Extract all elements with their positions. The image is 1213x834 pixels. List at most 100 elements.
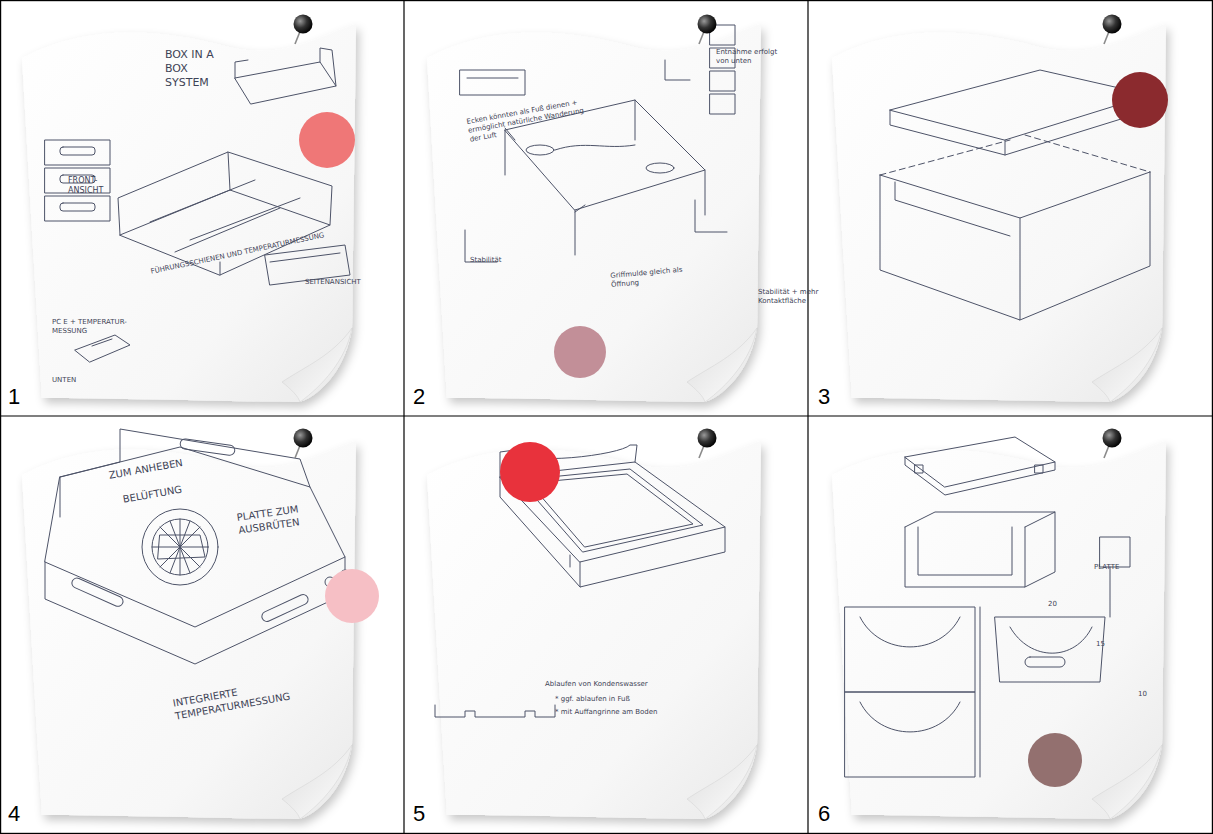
sketch-lines <box>60 429 310 487</box>
paper-note <box>22 24 356 402</box>
paper-note <box>832 24 1166 402</box>
sketch-lines <box>150 180 280 252</box>
sketch-note: BOX IN A BOX SYSTEM <box>165 48 227 89</box>
sketch-lines <box>60 477 61 517</box>
sketch-lines <box>45 25 1150 777</box>
sketch-lines <box>860 617 960 647</box>
panel-number: 2 <box>413 386 443 408</box>
sketch-lines <box>526 145 554 155</box>
paper-note <box>427 24 761 402</box>
sketch-lines <box>118 152 230 235</box>
sketch-lines <box>120 190 330 275</box>
sketch-note: 20 <box>1048 600 1072 609</box>
sketch-note: UNTEN <box>52 376 92 385</box>
push-pin <box>698 429 717 459</box>
sketch-lines <box>845 607 975 692</box>
push-pin <box>294 429 313 459</box>
sketch-lines <box>45 140 110 165</box>
sketch-note: 15 <box>1096 640 1120 649</box>
sketch-lines <box>845 437 1130 777</box>
sketch-lines <box>890 70 1150 140</box>
sketch-lines <box>845 692 975 777</box>
color-dot <box>1028 733 1082 787</box>
grid-lines <box>403 0 404 834</box>
sketch-note: Stabilität + mehr Kontaktfläche <box>758 288 828 306</box>
color-dot <box>299 112 355 168</box>
sketch-lines <box>905 437 1055 487</box>
sketch-note: PLATTE <box>1094 563 1144 572</box>
panel-number: 6 <box>818 803 848 825</box>
push-pin <box>1103 15 1122 45</box>
sketch-lines <box>895 182 1010 236</box>
sketch-note: PC E + TEMPERATUR-MESSUNG <box>52 318 132 336</box>
sketch-lines <box>918 527 1012 575</box>
sketch-lines <box>45 447 345 627</box>
push-pin <box>1103 429 1122 459</box>
sketch-lines <box>235 48 336 86</box>
sketch-lines <box>45 557 345 664</box>
sketch-lines <box>1010 627 1092 653</box>
color-dot <box>325 569 379 623</box>
sketch-lines <box>905 527 1025 587</box>
sketch-note: Entnahme erfolgt von unten <box>716 48 791 66</box>
sketch-lines <box>880 70 1150 320</box>
sketch-lines <box>1025 135 1150 172</box>
sketch-lines <box>142 509 218 585</box>
sketch-lines <box>890 95 1150 155</box>
sketch-lines <box>92 339 112 346</box>
paper-note <box>427 441 761 819</box>
push-pin <box>294 15 1122 459</box>
paper-note <box>832 441 1166 819</box>
sketch-lines <box>860 702 960 732</box>
sketch-lines <box>1020 172 1150 320</box>
sketch-lines <box>646 163 674 173</box>
sketch-note: * ggf. ablaufen in Fuß <box>555 695 685 704</box>
sketch-lines <box>665 60 690 80</box>
sketch-lines <box>905 457 1055 495</box>
sketch-lines <box>45 429 350 664</box>
paper-note <box>22 441 356 819</box>
sketch-lines <box>180 438 236 456</box>
sketch-lines <box>70 576 124 608</box>
sketch-lines <box>1005 140 1006 155</box>
sketch-lines <box>570 555 571 567</box>
sketch-lines <box>880 172 1150 218</box>
grid-lines <box>807 0 808 834</box>
sketch-lines <box>460 70 525 95</box>
sketch-lines <box>505 128 585 212</box>
panel-number: 3 <box>818 386 848 408</box>
push-pin <box>294 15 313 45</box>
sketch-lines <box>260 593 310 623</box>
sketch-lines <box>152 519 208 575</box>
color-dot <box>299 72 1168 787</box>
sketch-lines <box>1035 465 1043 473</box>
sketch-lines <box>75 335 130 362</box>
sketch-lines <box>710 71 735 91</box>
sketch-lines <box>880 140 1010 175</box>
sketch-lines <box>435 445 725 717</box>
sketch-lines <box>270 253 340 262</box>
sketch-lines <box>555 145 635 150</box>
push-pin <box>698 15 717 45</box>
color-dot <box>500 442 560 502</box>
color-dot <box>554 326 606 378</box>
sketch-lines <box>995 617 1105 682</box>
sketch-lines <box>235 62 336 104</box>
sketch-lines <box>45 48 350 362</box>
color-dot <box>1112 72 1168 128</box>
sketch-lines <box>60 147 95 155</box>
panel-number: 5 <box>413 803 443 825</box>
paper-note <box>22 24 1166 819</box>
sketch-lines <box>45 196 110 221</box>
sketch-lines <box>460 25 735 262</box>
sketch-lines <box>905 512 1055 587</box>
grid-lines <box>0 415 1213 416</box>
sketch-lines <box>152 519 208 575</box>
sketch-lines <box>915 465 923 473</box>
sketch-lines <box>1025 657 1065 667</box>
sketch-lines <box>60 203 95 211</box>
sketch-note: FRONT-ANSICHT <box>68 176 124 196</box>
